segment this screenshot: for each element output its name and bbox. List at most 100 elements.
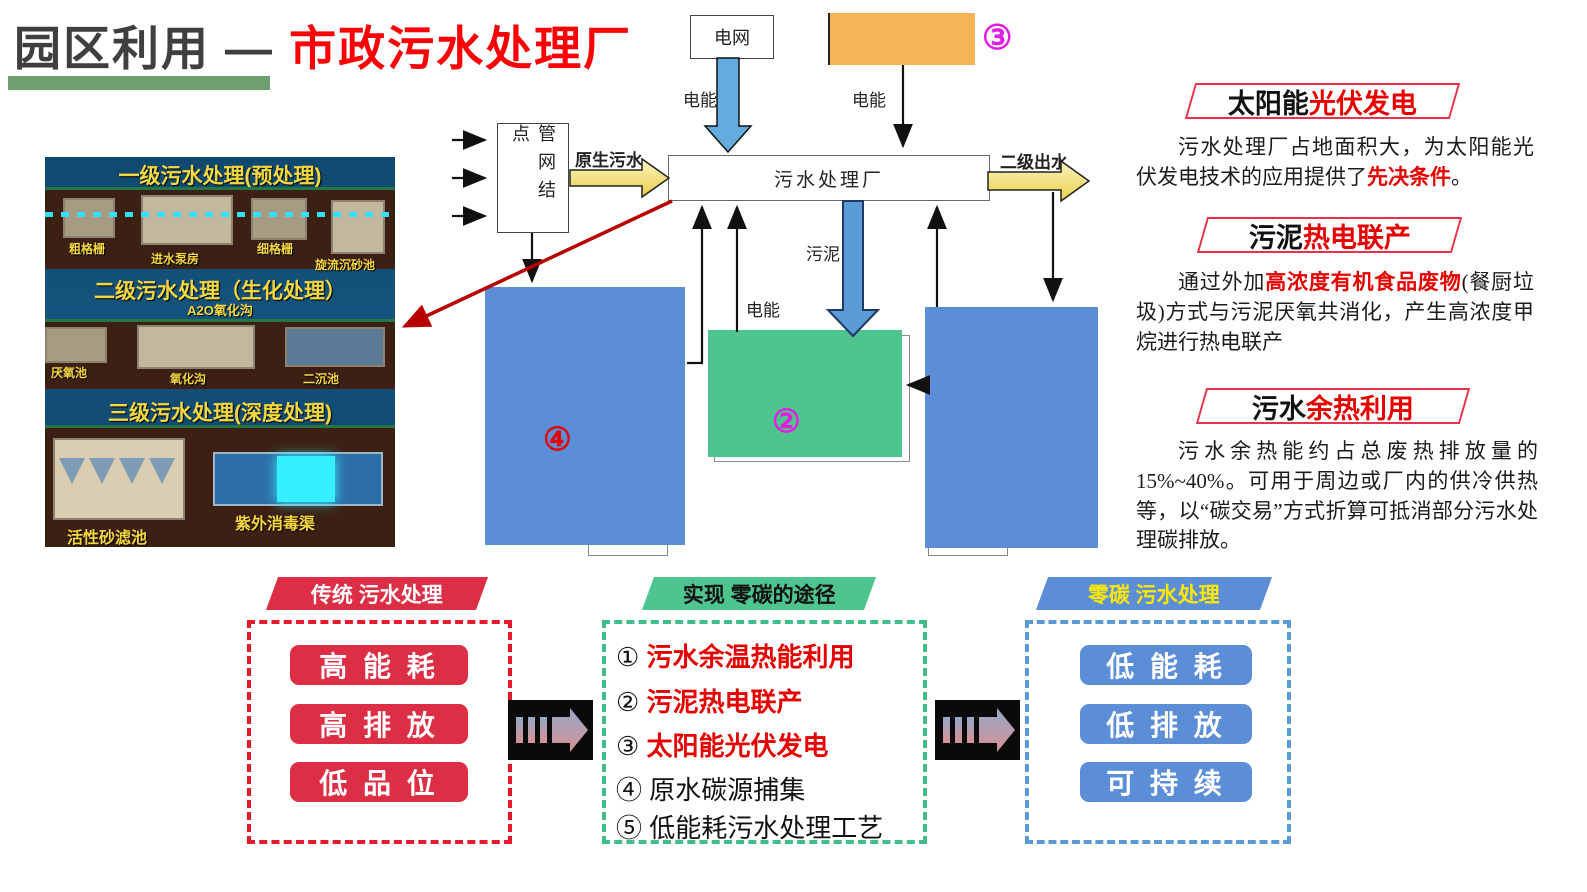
section-body-waste-heat: 污水余热能约占总废热排放量的15%~40%。可用于周边或厂内的供冷供热等，以“碳… xyxy=(1136,437,1538,556)
electric-energy-label-mid: 电能 xyxy=(746,301,780,320)
traditional-header: 传统 污水处理 xyxy=(265,577,489,610)
stage2-label: 二沉池 xyxy=(303,372,340,386)
filter-funnel xyxy=(89,458,115,484)
sludge-label: 污泥 xyxy=(806,245,840,264)
zero-carbon-header-label: 零碳 污水处理 xyxy=(1088,583,1220,607)
stage2-title: 二级污水处理（生化处理） xyxy=(94,280,346,303)
stage1-label: 细格栅 xyxy=(257,242,294,256)
overlay-box-right xyxy=(925,307,1098,548)
pathway-item: ① 污水余温热能利用 xyxy=(616,637,855,674)
stage2-subtitle: A2O氧化沟 xyxy=(187,303,253,318)
filter-funnel xyxy=(119,458,145,484)
filter-funnel xyxy=(149,458,175,484)
pathway-num: ⑤ xyxy=(616,813,643,843)
pathway-text: 污水余温热能利用 xyxy=(646,642,855,672)
section-body-solar: 污水处理厂占地面积大，为太阳能光伏发电技术的应用提供了先决条件。 xyxy=(1136,133,1534,193)
pathway-num: ③ xyxy=(616,731,640,761)
stage3-soil-band: 活性砂滤池 紫外消毒渠 xyxy=(45,425,395,547)
electric-energy-label-right: 电能 xyxy=(852,91,886,110)
transition-arrow xyxy=(508,700,593,760)
page-title-prefix: 园区利用 — xyxy=(14,22,275,75)
tank-shape xyxy=(331,200,385,254)
stage1-title: 一级污水处理(预处理) xyxy=(118,165,322,188)
traditional-pill: 高 排 放 xyxy=(290,704,468,744)
section-body-sludge-chp: 通过外加高浓度有机食品废物(餐厨垃圾)方式与污泥厌氧共消化，产生高浓度甲烷进行热… xyxy=(1136,268,1534,357)
zero-carbon-pill: 可 持 续 xyxy=(1080,762,1252,802)
body-text-red: 高浓度有机食品废物 xyxy=(1265,270,1462,294)
traditional-pill: 高 能 耗 xyxy=(290,645,468,685)
body-text: (餐厨垃圾)方式与污泥厌氧共消化，产生高浓度甲烷进行热电联产 xyxy=(1136,270,1534,354)
stage1-label: 进水泵房 xyxy=(151,252,200,266)
pathway-text: 太阳能光伏发电 xyxy=(646,731,829,761)
section-header-waste-heat: 污水余热利用 xyxy=(1195,388,1471,424)
overlay-box-4 xyxy=(485,287,685,545)
pathway-text: 污泥热电联产 xyxy=(646,687,803,717)
pathway-text: 原水碳源捕集 xyxy=(649,775,806,805)
section-header-solar: 太阳能光伏发电 xyxy=(1184,83,1461,119)
section-title-black: 污泥 xyxy=(1248,222,1303,253)
overlay-box-2 xyxy=(708,330,902,457)
ghost-box-tab xyxy=(928,548,1008,556)
tank-shape xyxy=(63,198,115,238)
pipe-network-node-box: 管网结点 xyxy=(497,123,569,233)
pathways-header: 实现 零碳的途径 xyxy=(641,577,877,610)
traditional-header-label: 传统 污水处理 xyxy=(311,583,443,607)
stage2-label: 氧化沟 xyxy=(170,372,207,386)
body-text: 通过外加 xyxy=(1178,270,1266,294)
pathway-item: ③ 太阳能光伏发电 xyxy=(616,726,829,763)
stage1-label: 旋流沉砂池 xyxy=(315,258,376,272)
pathways-header-label: 实现 零碳的途径 xyxy=(682,583,836,607)
tank-shape xyxy=(251,198,307,240)
filter-funnel xyxy=(59,458,85,484)
treatment-stages-photo: 一级污水处理(预处理) 粗格栅 进水泵房 细格栅 旋流沉砂池 二级污水处理（生化… xyxy=(45,157,395,547)
pathways-box xyxy=(602,620,927,844)
tank-shape xyxy=(137,325,255,369)
body-text: 污水处理厂占地面积大，为太阳能光伏发电技术的应用提供了 xyxy=(1136,135,1534,189)
page-title: 园区利用 — 市政污水处理厂 xyxy=(14,10,632,79)
pathway-item: ⑤ 低能耗污水处理工艺 xyxy=(616,808,883,845)
ghost-box-tab xyxy=(588,545,668,556)
stage1-soil-band: 粗格栅 进水泵房 细格栅 旋流沉砂池 xyxy=(45,187,395,272)
section-title-red: 光伏发电 xyxy=(1309,88,1417,119)
page-title-highlight: 市政污水处理厂 xyxy=(289,22,633,75)
section-title-black: 太阳能 xyxy=(1228,88,1309,119)
zero-carbon-pill: 低 能 耗 xyxy=(1080,645,1252,685)
secondary-effluent-label: 二级出水 xyxy=(1000,153,1068,172)
uv-light xyxy=(277,456,335,502)
pathway-num: ② xyxy=(616,687,640,717)
body-text-red: 先决条件 xyxy=(1367,164,1451,189)
pathway-text: 低能耗污水处理工艺 xyxy=(649,813,884,843)
zero-carbon-pill: 低 排 放 xyxy=(1080,704,1252,744)
stage2-soil-band: 厌氧池 氧化沟 二沉池 xyxy=(45,319,395,389)
zero-carbon-header: 零碳 污水处理 xyxy=(1035,577,1273,610)
marker-2-badge: ② xyxy=(772,403,801,439)
tank-shape xyxy=(141,195,233,245)
water-pipe xyxy=(45,212,395,217)
marker-4-badge: ④ xyxy=(543,421,572,457)
body-text: 。 xyxy=(1451,164,1472,189)
section-title-red: 热电联产 xyxy=(1302,222,1411,253)
raw-sewage-label: 原生污水 xyxy=(575,151,643,170)
uv-channel-shape xyxy=(213,452,383,506)
transition-arrow xyxy=(935,700,1020,760)
pathway-item: ④ 原水碳源捕集 xyxy=(616,770,805,807)
wwtp-box: 污水处理厂 xyxy=(668,155,990,201)
pathway-num: ① xyxy=(616,642,640,672)
title-underline-bar xyxy=(8,76,270,90)
pathway-item: ② 污泥热电联产 xyxy=(616,682,803,719)
sludge-arrow xyxy=(825,200,881,338)
power-grid-box: 电网 xyxy=(690,15,774,59)
stage3-label: 紫外消毒渠 xyxy=(235,516,316,533)
stage1-label: 粗格栅 xyxy=(69,242,106,256)
tank-shape xyxy=(45,327,107,363)
sand-filter-shape xyxy=(53,438,185,520)
stage3-title: 三级污水处理(深度处理) xyxy=(108,402,332,425)
section-title-black: 污水 xyxy=(1252,393,1306,424)
section-header-sludge-chp: 污泥热电联产 xyxy=(1196,217,1463,253)
traditional-pill: 低 品 位 xyxy=(290,762,468,802)
stage2-label: 厌氧池 xyxy=(51,366,88,380)
marker-3-badge: ③ xyxy=(982,19,1013,57)
electric-energy-label-left: 电能 xyxy=(683,91,717,110)
tank-shape xyxy=(285,327,385,367)
